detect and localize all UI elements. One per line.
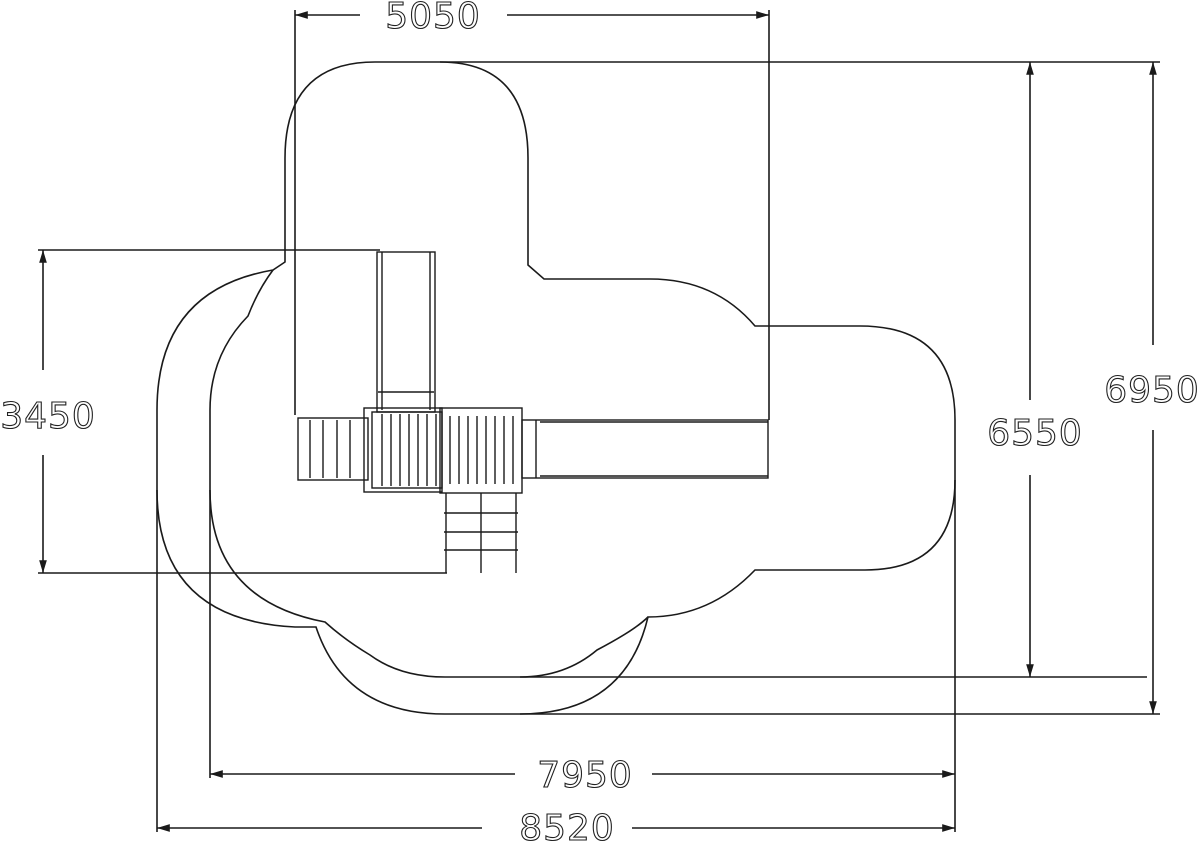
extension-lines bbox=[38, 10, 1160, 832]
dimension-lines bbox=[39, 11, 1157, 832]
dim-left-height: 3450 bbox=[0, 396, 96, 437]
dim-outer-width: 8520 bbox=[519, 808, 615, 841]
ladder bbox=[444, 493, 518, 573]
dim-inner-width: 7950 bbox=[537, 755, 633, 796]
safety-zone-inner bbox=[209, 269, 649, 678]
dim-inner-height: 6550 bbox=[987, 413, 1083, 454]
dim-outer-height: 6950 bbox=[1104, 370, 1200, 411]
safety-zone-outer bbox=[156, 61, 956, 715]
play-structure bbox=[297, 251, 769, 573]
dim-top-width: 5050 bbox=[385, 0, 481, 37]
left-deck-slats bbox=[309, 420, 351, 478]
